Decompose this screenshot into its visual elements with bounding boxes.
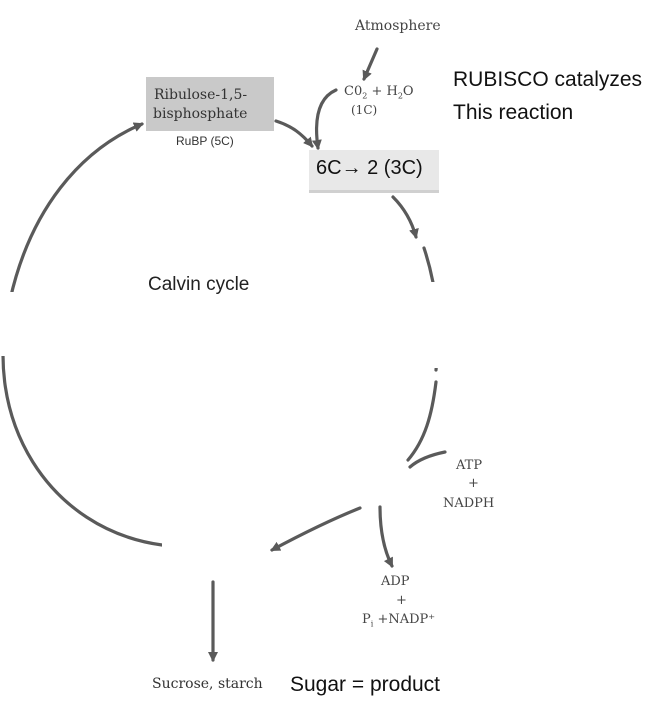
arrow-to-bottom-box xyxy=(270,506,362,552)
arrow-co2-into-reaction xyxy=(311,88,338,150)
adp-line1: ADP xyxy=(381,574,410,589)
atp-nadph: NADPH xyxy=(443,496,495,511)
co2-h2o-label: C02 + H2O xyxy=(344,84,414,101)
h2o-sub: 2 xyxy=(397,91,403,101)
adp-nadp: Pi +NADP⁺ xyxy=(362,612,435,629)
cycle-title: Calvin cycle xyxy=(148,274,250,295)
split-reaction-box xyxy=(309,150,439,193)
rubp-line1: Ribulose-1,5- xyxy=(154,87,248,103)
blank-box-lower-right xyxy=(314,360,406,502)
pi-i: i xyxy=(370,619,374,629)
split-reaction-label: 6C→ 2 (3C) xyxy=(316,157,423,179)
atp-line1: ATP xyxy=(456,458,483,473)
co2-text: C0 xyxy=(344,84,363,99)
arrow-atmosphere-to-co2 xyxy=(362,47,379,81)
plus-h-text: + H xyxy=(367,84,398,99)
atp-plus: + xyxy=(468,476,479,491)
rubp-line2: bisphosphate xyxy=(153,106,248,122)
rubp-box xyxy=(146,77,274,131)
rubisco-annotation-line1: RUBISCO catalyzes xyxy=(453,68,643,91)
one-carbon-label: (1C) xyxy=(351,103,378,117)
nadp-text: +NADP⁺ xyxy=(373,612,436,627)
arrow-adp-output xyxy=(378,505,394,568)
cycle-arc-right-lower xyxy=(406,380,438,462)
arrow-atp-input xyxy=(408,450,447,469)
o-text: O xyxy=(402,84,414,99)
sucrose-starch-label: Sucrose, starch xyxy=(152,676,263,692)
sugar-product-annotation: Sugar = product xyxy=(290,673,441,696)
arrow-split-down xyxy=(391,195,419,239)
blank-box-right xyxy=(405,282,670,368)
co2-sub: 2 xyxy=(362,91,368,101)
rubp-abbrev: RuBP (5C) xyxy=(176,134,234,148)
pi-p: P xyxy=(362,612,371,627)
blank-box-bottom xyxy=(162,508,266,580)
atmosphere-label: Atmosphere xyxy=(355,18,441,34)
blank-box-left xyxy=(0,292,128,356)
arrow-rubp-to-split xyxy=(274,119,314,148)
rubisco-annotation-line2: This reaction xyxy=(453,101,574,124)
adp-plus: + xyxy=(396,593,407,608)
